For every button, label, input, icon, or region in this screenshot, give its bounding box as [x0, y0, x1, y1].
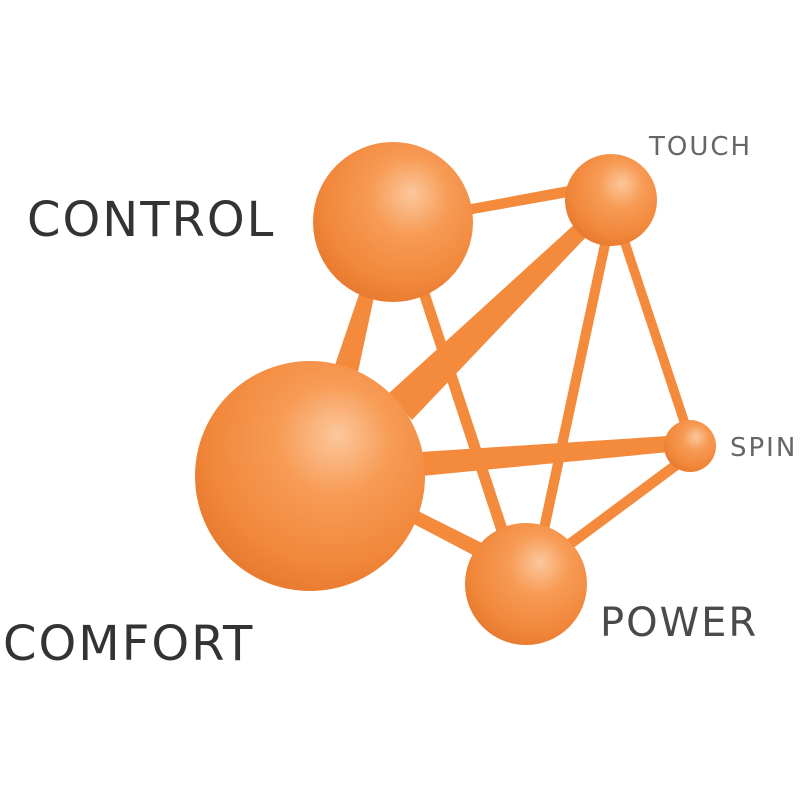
- comfort-sphere: [195, 361, 425, 591]
- power-label: POWER: [600, 600, 758, 646]
- connector-spin-power: [553, 460, 681, 558]
- connector-comfort-power: [410, 510, 496, 564]
- comfort-label: COMFORT: [3, 616, 254, 672]
- touch-label: TOUCH: [648, 132, 752, 162]
- connector-touch-comfort: [388, 222, 587, 420]
- control-label: CONTROL: [27, 192, 275, 248]
- connectors: [334, 186, 690, 564]
- connector-control-touch: [455, 186, 569, 217]
- touch-sphere: [565, 154, 657, 246]
- connector-comfort-spin: [420, 436, 669, 476]
- nodes: [195, 142, 716, 645]
- connector-touch-spin: [619, 237, 690, 427]
- power-sphere: [465, 523, 587, 645]
- connector-touch-power: [539, 244, 610, 530]
- spin-sphere: [664, 420, 716, 472]
- labels: CONTROL TOUCH SPIN POWER COMFORT: [3, 132, 797, 672]
- spin-label: SPIN: [730, 433, 797, 463]
- control-sphere: [313, 142, 473, 302]
